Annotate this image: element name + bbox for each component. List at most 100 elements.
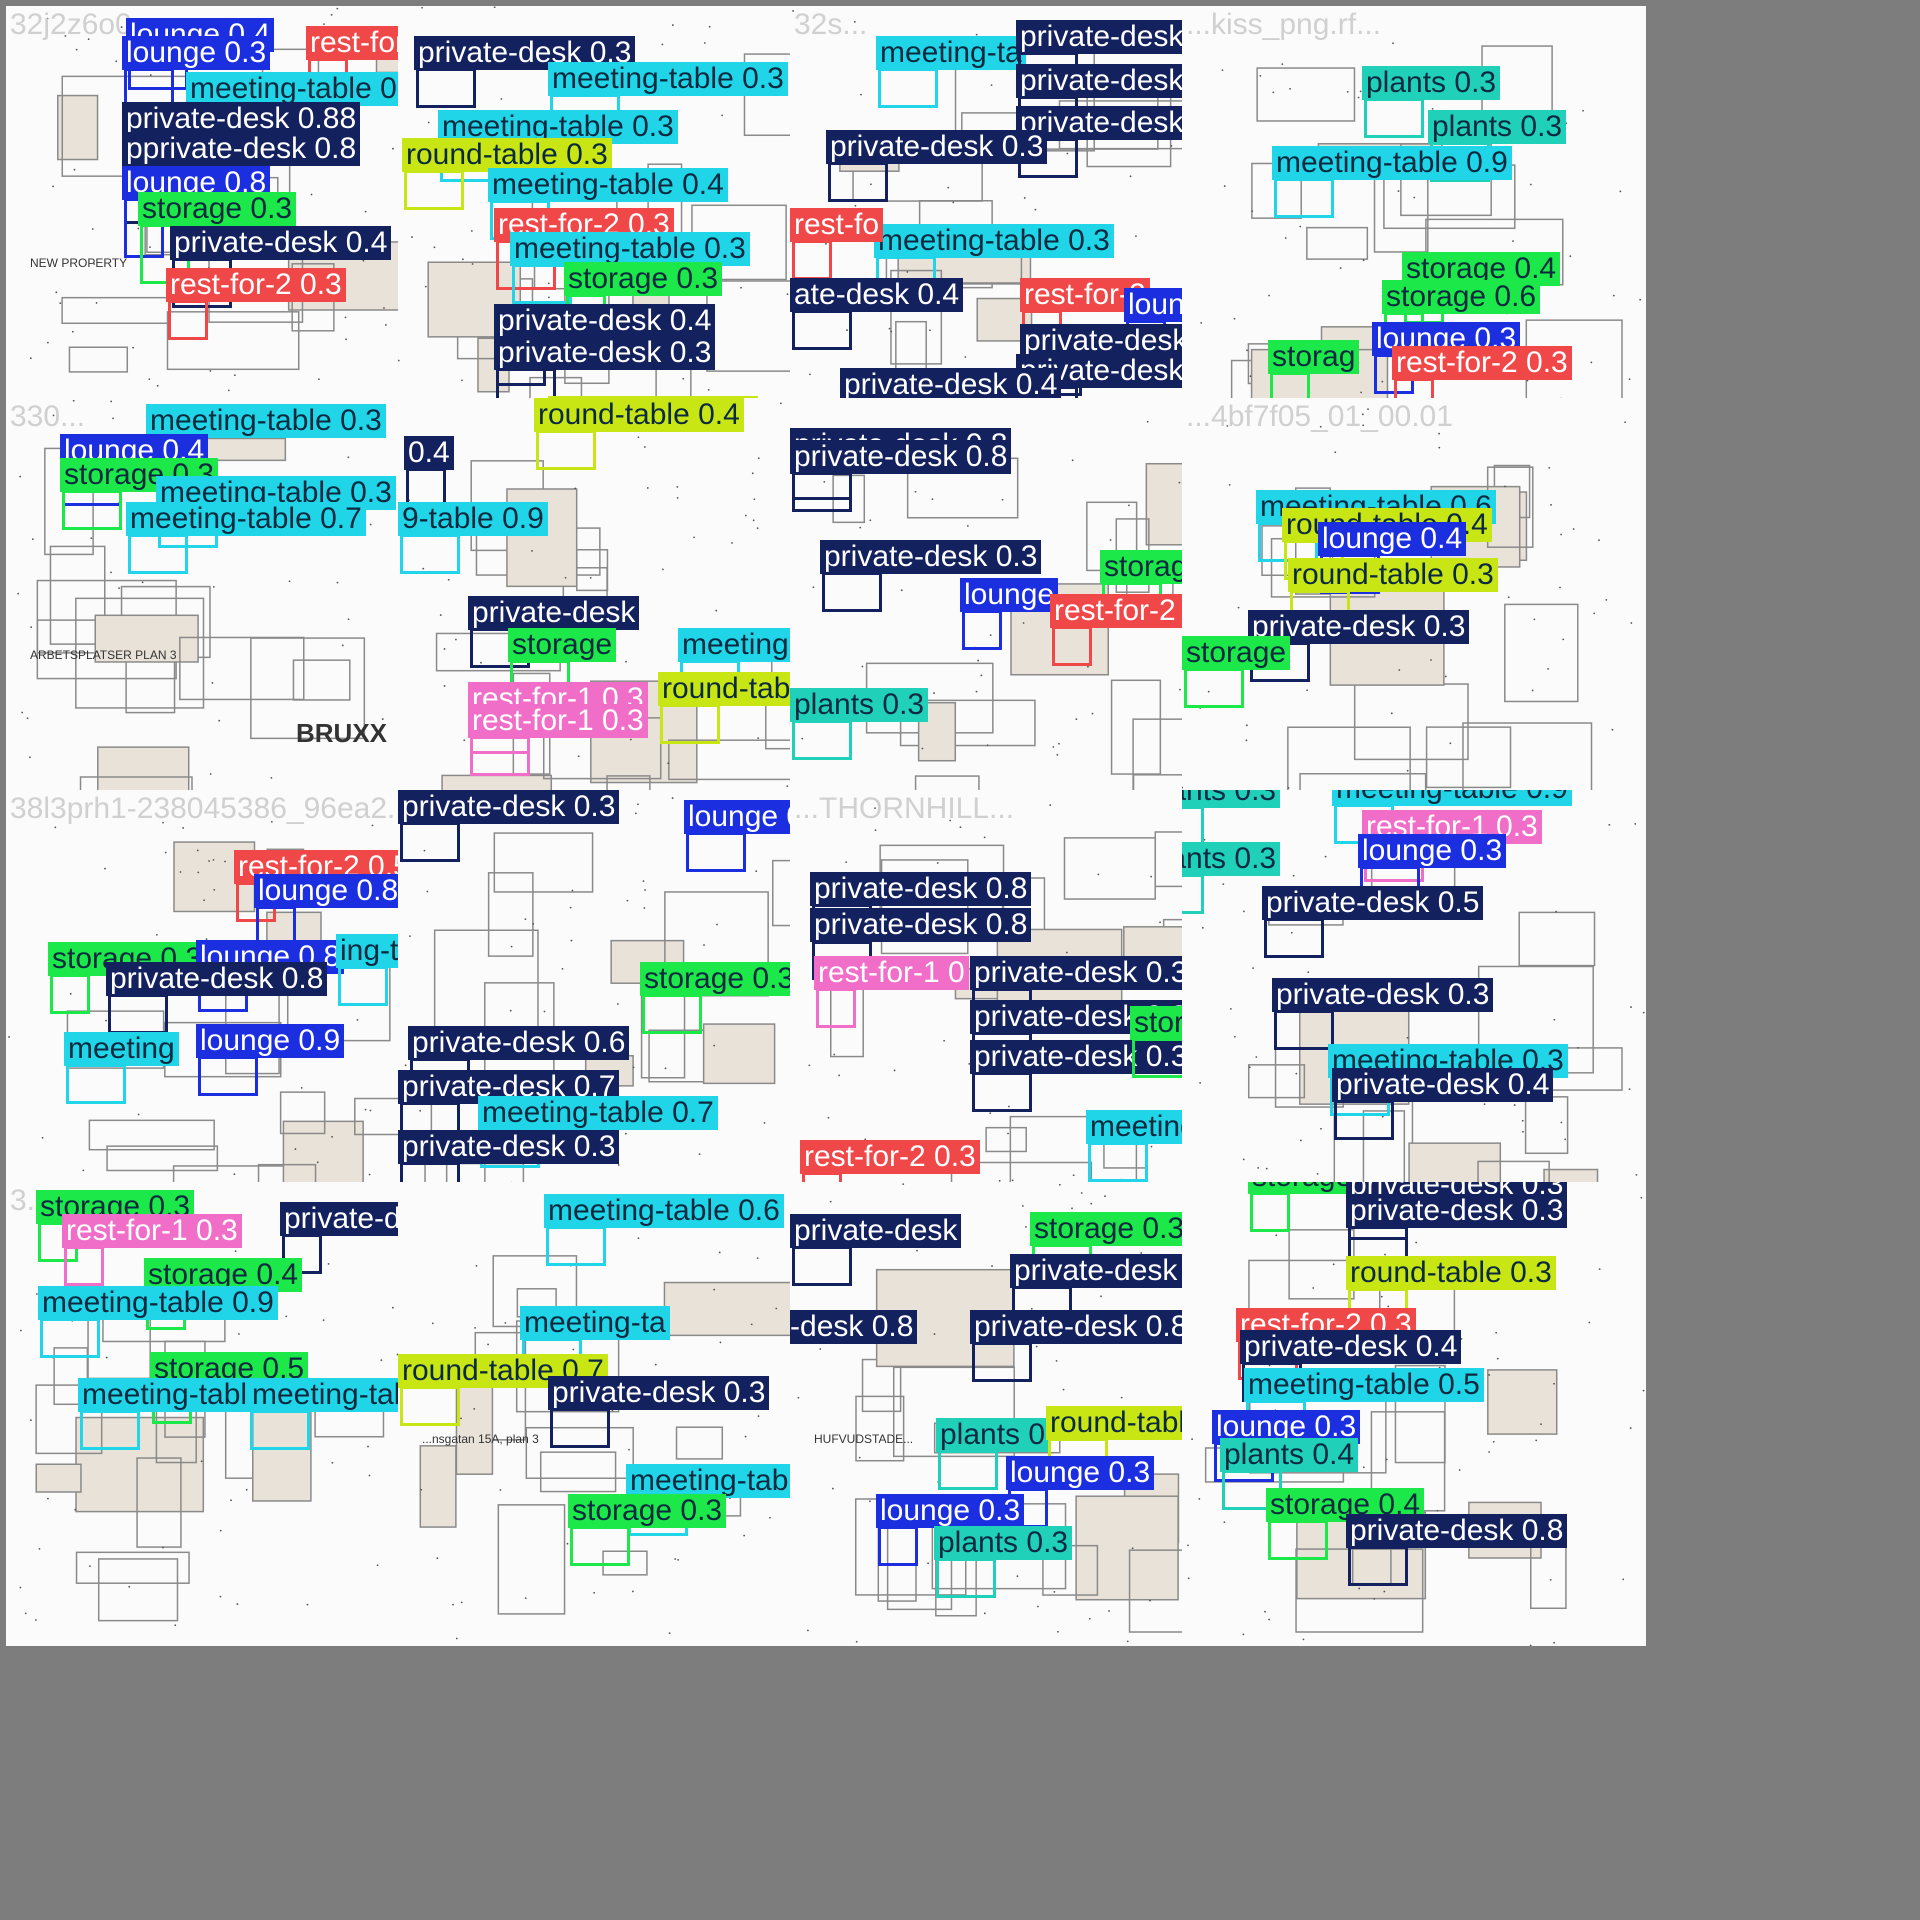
- detection-label: plants 0.3: [790, 688, 929, 722]
- plan-caption: BRUXX: [296, 718, 388, 748]
- detection-label: meeting-table 0.9: [38, 1286, 278, 1320]
- tile-filename: 330...: [10, 400, 86, 433]
- detection-label: round-table 0.3: [1346, 1256, 1556, 1290]
- bounding-box: [962, 610, 1002, 650]
- detection-label: private-desk 0.3: [820, 540, 1042, 574]
- bounding-box: [816, 988, 856, 1028]
- detection-label: pprivate-desk 0.8: [122, 132, 361, 166]
- bounding-box: [792, 1246, 852, 1286]
- detection-label: private-desk 0.8: [790, 440, 1012, 474]
- detection-label: meeting-table 0.3: [510, 232, 750, 266]
- plan-caption: ...nsgatan 15A, plan 3: [422, 1432, 539, 1446]
- detection-label: rest-for-1 0.3: [468, 704, 648, 738]
- detection-label: 9-table 0.9: [398, 502, 548, 536]
- detection-label: storage 0.3: [640, 962, 799, 996]
- detection-label: lounge 0.3: [1358, 834, 1507, 868]
- bounding-box: [338, 966, 388, 1006]
- detection-label: round-table 0.3: [402, 138, 612, 172]
- detection-label: lounge 0.9: [196, 1024, 345, 1058]
- detection-label: round-table: [1046, 1406, 1206, 1440]
- detection-label: plants 0.4: [1220, 1438, 1359, 1472]
- detection-label: rest-for-1 0.3: [62, 1214, 242, 1248]
- bounding-box: [1274, 178, 1334, 218]
- detection-label: private-desk 0.3: [398, 1130, 620, 1164]
- bounding-box: [936, 1558, 996, 1598]
- detection-label: plants 0.3: [1182, 790, 1281, 808]
- detection-label: rest-for-2 0.3: [1392, 346, 1572, 380]
- detection-label: private-desk 0.4: [1332, 1068, 1554, 1102]
- bounding-box: [400, 534, 460, 574]
- detection-label: private-desk 0.3: [826, 130, 1048, 164]
- detection-label: meeting-table 0.7: [126, 502, 366, 536]
- detection-label: private-desk 0.88: [122, 102, 361, 136]
- detection-label: rest-for-2 0.3: [166, 268, 346, 302]
- bounding-box: [62, 490, 122, 530]
- plan-caption: NEW PROPERTY: [30, 256, 128, 270]
- bounding-box: [828, 162, 888, 202]
- tile-filename: ...THORNHILL...: [794, 792, 1015, 825]
- bounding-box: [1274, 1010, 1334, 1050]
- detection-label: meeting-table 0.3: [548, 62, 788, 96]
- tile-filename: 32s...: [794, 8, 868, 41]
- detection-label: private-desk 0.3: [1346, 1194, 1568, 1228]
- bounding-box: [550, 1408, 610, 1448]
- detection-label: private-desk: [790, 1214, 962, 1248]
- detection-label: round-table 0.3: [1288, 558, 1498, 592]
- detection-label: private-desk 0.3: [970, 1040, 1192, 1074]
- bounding-box: [792, 720, 852, 760]
- detection-label: meeting-table 0.7: [478, 1096, 718, 1130]
- detection-label: private-desk 0.4: [170, 226, 392, 260]
- bounding-box: [972, 1072, 1032, 1112]
- bounding-box: [1250, 1192, 1290, 1232]
- plan-caption: HUFVUDSTADE...: [814, 1432, 914, 1446]
- detection-label: private-desk 0.3: [494, 336, 716, 370]
- bounding-box: [1088, 1142, 1148, 1182]
- detection-label: storage 0.3: [568, 1494, 727, 1528]
- bounding-box: [1184, 668, 1244, 708]
- detection-label: rest-for-1 0: [814, 956, 969, 990]
- detection-label: plants 0.3: [1362, 66, 1501, 100]
- detection-label: meeting-table 0.9: [1272, 146, 1512, 180]
- detection-label: meeting-ta: [876, 36, 1026, 70]
- bounding-box: [416, 68, 476, 108]
- floor-plan-drawing: [399, 797, 861, 1241]
- detection-label: plants 0.3: [934, 1526, 1073, 1560]
- detection-label: rest-fo: [790, 208, 884, 242]
- detection-label: plants 0.3: [1182, 842, 1281, 876]
- bounding-box: [792, 310, 852, 350]
- detection-label: private-desk 0.8: [810, 908, 1032, 942]
- detection-label: private-desk 0.4: [840, 368, 1062, 402]
- detection-label: storage: [1248, 1182, 1357, 1194]
- detection-label: meeting-table 0.4: [488, 168, 728, 202]
- detection-label: private-desk 0.3: [548, 1376, 770, 1410]
- detection-label: meeting-table 0.6: [186, 72, 426, 106]
- bounding-box: [512, 264, 572, 304]
- detection-label: storage: [508, 628, 617, 662]
- bounding-box: [470, 736, 530, 776]
- detection-label: private-desk 0.3: [970, 956, 1192, 990]
- bounding-box: [686, 832, 746, 872]
- bounding-box: [878, 68, 938, 108]
- bounding-box: [536, 430, 596, 470]
- detection-label: 0.4: [404, 436, 454, 470]
- bounding-box: [570, 1526, 630, 1566]
- detection-label: meeting-tabl: [78, 1378, 252, 1412]
- bounding-box: [1268, 1520, 1328, 1560]
- detection-label: meeting-table 0.3: [874, 224, 1114, 258]
- detection-label: plants 0: [936, 1418, 1050, 1452]
- detection-label: lounge: [960, 578, 1059, 612]
- detection-label: meeting-table 0.9: [1332, 790, 1572, 806]
- bounding-box: [198, 1056, 258, 1096]
- bounding-box: [972, 1342, 1032, 1382]
- detection-label: meeting-table 0.5: [1244, 1368, 1484, 1402]
- bounding-box: [400, 1386, 460, 1426]
- bounding-box: [64, 1246, 104, 1286]
